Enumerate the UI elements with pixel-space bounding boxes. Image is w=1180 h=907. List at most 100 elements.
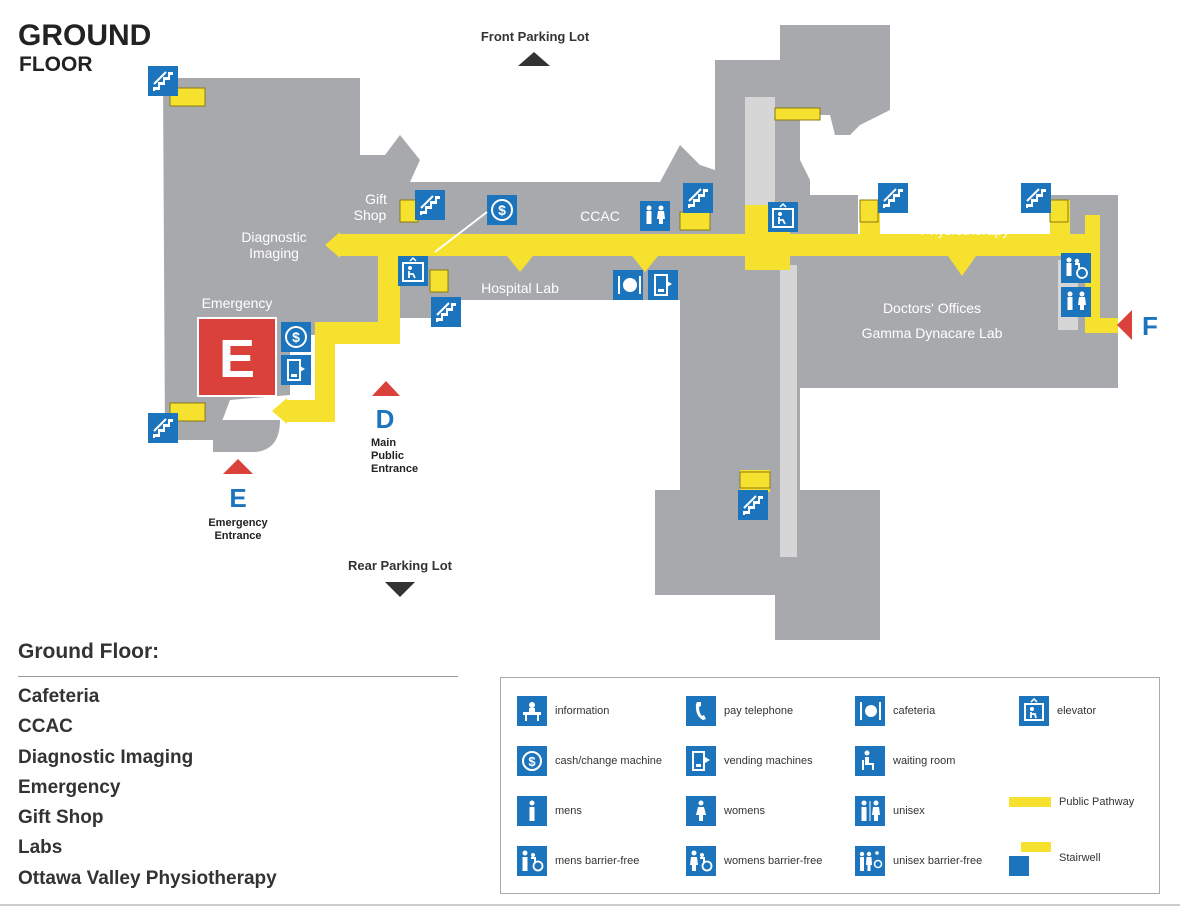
directory-divider [18,676,458,677]
womens-barrier-free-icon [686,846,716,876]
physio-label-line2: Physiotherapy [921,222,1010,238]
legend-label: waiting room [893,755,956,767]
legend-label: unisex barrier-free [893,855,983,867]
front-parking-label: Front Parking Lot [481,29,590,44]
entrance-f-arrow-icon [1117,310,1132,340]
legend-label: womens [724,805,765,817]
directory-item: Gift Shop [18,807,104,829]
stairwell-icon [878,183,908,213]
pay-telephone-icon [686,696,716,726]
unisex-barrier-free-icon [855,846,885,876]
stairwell-icon [148,66,178,96]
womens-icon [686,796,716,826]
ccac-label: CCAC [580,208,620,224]
corridor-lower [780,265,797,557]
elevator-icon [768,202,798,232]
gamma-lab-label: Gamma Dynacare Lab [862,325,1003,341]
entrance-e-text-1: Emergency [208,517,268,529]
diagnostic-imaging-label-line1: Diagnostic [241,229,306,245]
entrance-d-text-2: Public [371,450,404,462]
entrance-d-arrow-icon [372,381,400,396]
directory-item: Diagnostic Imaging [18,746,194,768]
legend-label: mens [555,805,582,817]
legend-label: Public Pathway [1059,796,1135,808]
public-pathway-swatch [1009,797,1051,807]
directory-item: CCAC [18,716,73,738]
directory-item: Ottawa Valley Physiotherapy [18,867,277,889]
cash-machine-icon: $ [517,746,547,776]
directory-item: Emergency [18,776,121,798]
legend-label: mens barrier-free [555,855,640,867]
directory-heading: Ground Floor: [18,640,160,663]
legend-label: vending machines [724,755,813,767]
legend-item: unisex [855,796,925,826]
legend-item: pay telephone [686,696,793,726]
stairwell-icon [1021,183,1051,213]
vending-machine-icon [686,746,716,776]
diagnostic-imaging-label-line2: Imaging [249,245,299,261]
stairwell-icon [431,297,461,327]
stairwell-icon [415,190,445,220]
hospital-lab-label: Hospital Lab [481,280,559,296]
legend-item: vending machines [686,746,813,776]
unisex-icon [855,796,885,826]
stairwell-hatches [169,87,1069,489]
vending-machine-icon [281,355,311,385]
entrance-d-letter: D [376,404,395,434]
callout-line [434,211,488,253]
elevator-icon [1019,696,1049,726]
legend-label: womens barrier-free [724,855,823,867]
emergency-sign [197,317,277,397]
entrance-d-text-1: Main [371,437,396,449]
unisex-restroom-icon [640,201,670,231]
emergency-sign-letter: E [219,329,255,389]
legend-item: mens barrier-free [517,846,639,876]
legend-item: waiting room [855,746,955,776]
cash-machine-icon [487,195,517,225]
emergency-label: Emergency [202,295,273,311]
corridor-upper [745,97,775,222]
floor-subtitle: FLOOR [19,53,93,76]
entrance-e-letter: E [229,483,246,513]
doctors-offices-label: Doctors' Offices [883,300,981,316]
legend-item: mens [517,796,582,826]
legend-label: cash/change machine [555,755,663,767]
entrance-e-arrow-icon [223,459,253,474]
legend-label: Stairwell [1059,852,1101,864]
legend-item: womens barrier-free [686,846,822,876]
stairwell-icon [148,413,178,443]
map-legend: information pay telephone cafeteria elev… [500,677,1160,894]
cafeteria-icon [613,270,643,300]
stairwell-icon [738,490,768,520]
legend-label: pay telephone [724,705,794,717]
stairwell-icon [683,183,713,213]
cash-machine-icon [281,322,311,352]
stairwell-icon [1009,840,1051,876]
legend-item: information [517,696,609,726]
cafeteria-icon [855,696,885,726]
directory-list: Cafeteria CCAC Diagnostic Imaging Emerge… [18,684,277,896]
legend-item: womens [686,796,765,826]
legend-label: elevator [1057,705,1097,717]
elevator-icon [398,256,428,286]
legend-label: information [555,705,610,717]
directory-item: Cafeteria [18,686,100,707]
legend-item: $ cash/change machine [517,746,662,776]
legend-item: unisex barrier-free [855,846,982,876]
legend-item: elevator [1019,696,1096,726]
bottom-divider [0,904,1180,906]
entrance-e-text-2: Entrance [214,530,261,542]
legend-label: cafeteria [893,705,936,717]
rear-parking-label: Rear Parking Lot [348,558,453,573]
vending-machine-icon [648,270,678,300]
legend-item: Stairwell [1009,840,1101,876]
information-icon [517,696,547,726]
legend-item: cafeteria [855,696,935,726]
unisex-barrier-free-icon [1061,253,1091,283]
front-parking-arrow-icon [518,52,550,66]
unisex-restroom-icon [1061,287,1091,317]
gift-shop-label-line1: Gift [365,191,387,207]
legend-item: Public Pathway [1009,796,1134,808]
physio-label-line1: Ottawa Valley [922,205,1007,221]
cafeteria-label: Cafeteria [595,316,652,332]
